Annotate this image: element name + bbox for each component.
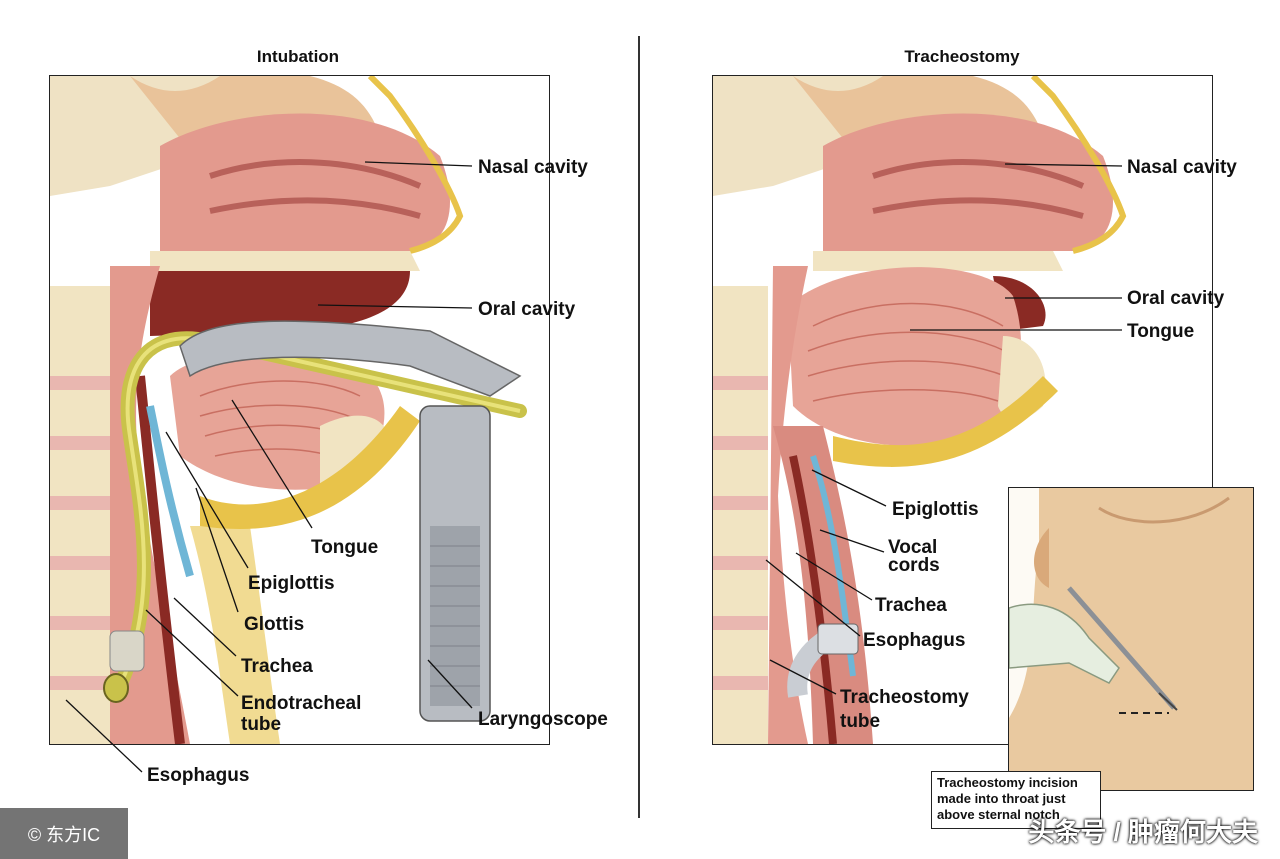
label-glottis-left: Glottis [244,614,305,635]
label-oral-cavity-left: Oral cavity [478,299,576,320]
label-oral-cavity-right: Oral cavity [1127,288,1225,309]
label-esophagus-left: Esophagus [147,765,250,786]
inset-caption: Tracheostomy incision made into throat j… [931,771,1101,829]
intubation-frame [49,75,550,745]
label-nasal-cavity-left: Nasal cavity [478,157,588,178]
label-esophagus-right: Esophagus [863,630,966,651]
tracheostomy-title: Tracheostomy [904,47,1020,66]
label-trachea-right: Trachea [875,595,947,616]
label-endotracheal-tube: Endotracheal tube [241,693,362,735]
label-epiglottis-left: Epiglottis [248,573,335,594]
intubation-title: Intubation [256,47,340,66]
label-vocal-cords: Vocal cords [888,537,940,576]
incision-inset [1008,487,1254,791]
label-tracheostomy-tube: Tracheostomy tube [840,687,969,732]
label-tongue-right: Tongue [1127,321,1195,342]
label-tongue-left: Tongue [311,537,379,558]
neck-incision-illustration [1009,488,1253,790]
label-laryngoscope: Laryngoscope [478,709,608,730]
label-epiglottis-right: Epiglottis [892,499,979,520]
label-trachea-left: Trachea [241,656,313,677]
watermark-dongfangic: © 东方IC [0,808,128,859]
watermark-toutiao: 头条号 / 肿瘤何大夫 [1028,817,1258,847]
intubation-anatomy-illustration [50,76,527,744]
panel-divider [638,36,640,818]
label-nasal-cavity-right: Nasal cavity [1127,157,1237,178]
